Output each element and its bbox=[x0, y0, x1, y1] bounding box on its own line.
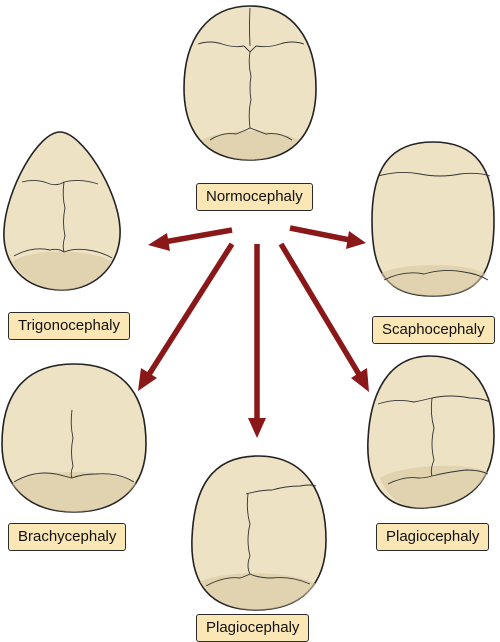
arrow-to-scaphocephaly bbox=[289, 225, 366, 249]
skull-trigonocephaly bbox=[3, 131, 121, 291]
arrow-to-trigonocephaly bbox=[148, 227, 233, 251]
label-plagiocephaly-bottom: Plagiocephaly bbox=[196, 614, 310, 642]
skull-plagiocephaly-right bbox=[367, 355, 495, 509]
label-trigonocephaly: Trigonocephaly bbox=[8, 312, 131, 340]
skull-brachycephaly bbox=[1, 363, 147, 513]
skull-scaphocephaly bbox=[371, 141, 495, 297]
label-plagiocephaly-right: Plagiocephaly bbox=[376, 523, 490, 551]
arrow-to-brachycephaly bbox=[138, 242, 235, 391]
skull-normocephaly bbox=[183, 5, 317, 161]
label-scaphocephaly: Scaphocephaly bbox=[372, 316, 495, 344]
arrow-to-plagiocephaly-bottom bbox=[248, 244, 266, 438]
skull-plagiocephaly-bottom bbox=[191, 455, 327, 611]
arrow-hub-glow bbox=[209, 212, 301, 252]
label-brachycephaly: Brachycephaly bbox=[8, 523, 127, 551]
arrow-to-plagiocephaly-right bbox=[278, 242, 369, 392]
label-normocephaly: Normocephaly bbox=[196, 183, 313, 211]
